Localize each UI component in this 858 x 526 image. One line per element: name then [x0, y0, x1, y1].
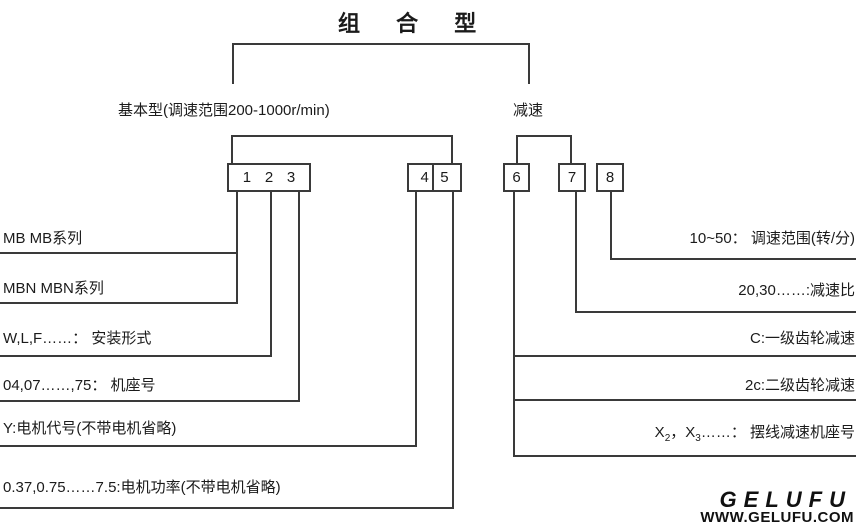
- position-box-123: 1 2 3: [227, 163, 311, 192]
- gelufu-logo: GELUFU: [719, 487, 852, 512]
- connector-pos1: [236, 192, 238, 304]
- basic-bracket-right-drop: [451, 135, 453, 163]
- basic-bracket-line: [231, 135, 453, 137]
- reduction-bracket-line: [516, 135, 572, 137]
- reduction-label: 减速: [513, 102, 544, 119]
- position-8: 8: [605, 169, 615, 186]
- connector-pos2: [270, 192, 272, 357]
- position-box-7: 7: [558, 163, 586, 192]
- cycloid-mid: ，X: [670, 424, 696, 441]
- reduction-bracket-right-drop: [570, 135, 572, 163]
- gelufu-website: WWW.GELUFU.COM: [700, 509, 854, 526]
- leader-cycloid: [513, 455, 856, 457]
- cycloid-rest: ……： 摆线减速机座号: [700, 424, 855, 441]
- connector-pos3: [298, 192, 300, 402]
- position-1: 1: [242, 169, 252, 186]
- leader-mounting: [0, 355, 272, 357]
- top-bracket-left-drop: [232, 43, 234, 84]
- cycloid-sub2: 3: [695, 433, 701, 444]
- cycloid-x1: X: [654, 424, 665, 441]
- leader-gear-one-stage: [513, 355, 856, 357]
- label-gear-one-stage: C:一级齿轮减速: [749, 330, 855, 347]
- leader-frame-size: [0, 400, 300, 402]
- leader-motor-code: [0, 445, 417, 447]
- position-6: 6: [512, 169, 521, 186]
- label-reduction-ratio: 20,30……:减速比: [738, 282, 855, 299]
- leader-mb: [0, 252, 238, 254]
- box45-divider: [432, 165, 434, 190]
- leader-speed-range: [610, 258, 856, 260]
- connector-pos4: [415, 192, 417, 447]
- top-bracket-right-drop: [528, 43, 530, 84]
- label-cycloid: X2，X3……： 摆线减速机座号: [654, 421, 855, 444]
- leader-motor-power: [0, 507, 454, 509]
- reduction-bracket-left-drop: [516, 135, 518, 163]
- connector-pos5: [452, 192, 454, 509]
- leader-reduction-ratio: [575, 311, 856, 313]
- label-mb-series: MB MB系列: [3, 230, 83, 247]
- position-7: 7: [567, 169, 577, 186]
- position-box-45: 4 5: [407, 163, 462, 192]
- leader-gear-two-stage: [513, 399, 856, 401]
- position-4: 4: [420, 169, 429, 186]
- basic-type-label: 基本型(调速范围200-1000r/min): [118, 102, 330, 119]
- top-bracket-line: [232, 43, 530, 45]
- position-5: 5: [440, 169, 449, 186]
- label-motor-power: 0.37,0.75……7.5:电机功率(不带电机省略): [3, 479, 281, 496]
- position-box-8: 8: [596, 163, 624, 192]
- position-3: 3: [286, 169, 296, 186]
- leader-mbn: [0, 302, 238, 304]
- connector-pos8: [610, 192, 612, 260]
- connector-pos6: [513, 192, 515, 457]
- position-2: 2: [264, 169, 274, 186]
- position-box-6: 6: [503, 163, 530, 192]
- label-frame-size: 04,07……,75： 机座号: [3, 377, 156, 394]
- label-motor-code: Y:电机代号(不带电机省略): [3, 420, 177, 437]
- connector-pos7: [575, 192, 577, 313]
- diagram-title: 组 合 型: [338, 11, 492, 36]
- label-speed-range: 10~50： 调速范围(转/分): [689, 230, 855, 247]
- basic-bracket-left-drop: [231, 135, 233, 163]
- cycloid-sub1: 2: [664, 433, 671, 444]
- label-gear-two-stage: 2c:二级齿轮减速: [744, 377, 855, 394]
- label-mbn-series: MBN MBN系列: [3, 280, 104, 297]
- label-mounting: W,L,F……： 安装形式: [3, 330, 152, 347]
